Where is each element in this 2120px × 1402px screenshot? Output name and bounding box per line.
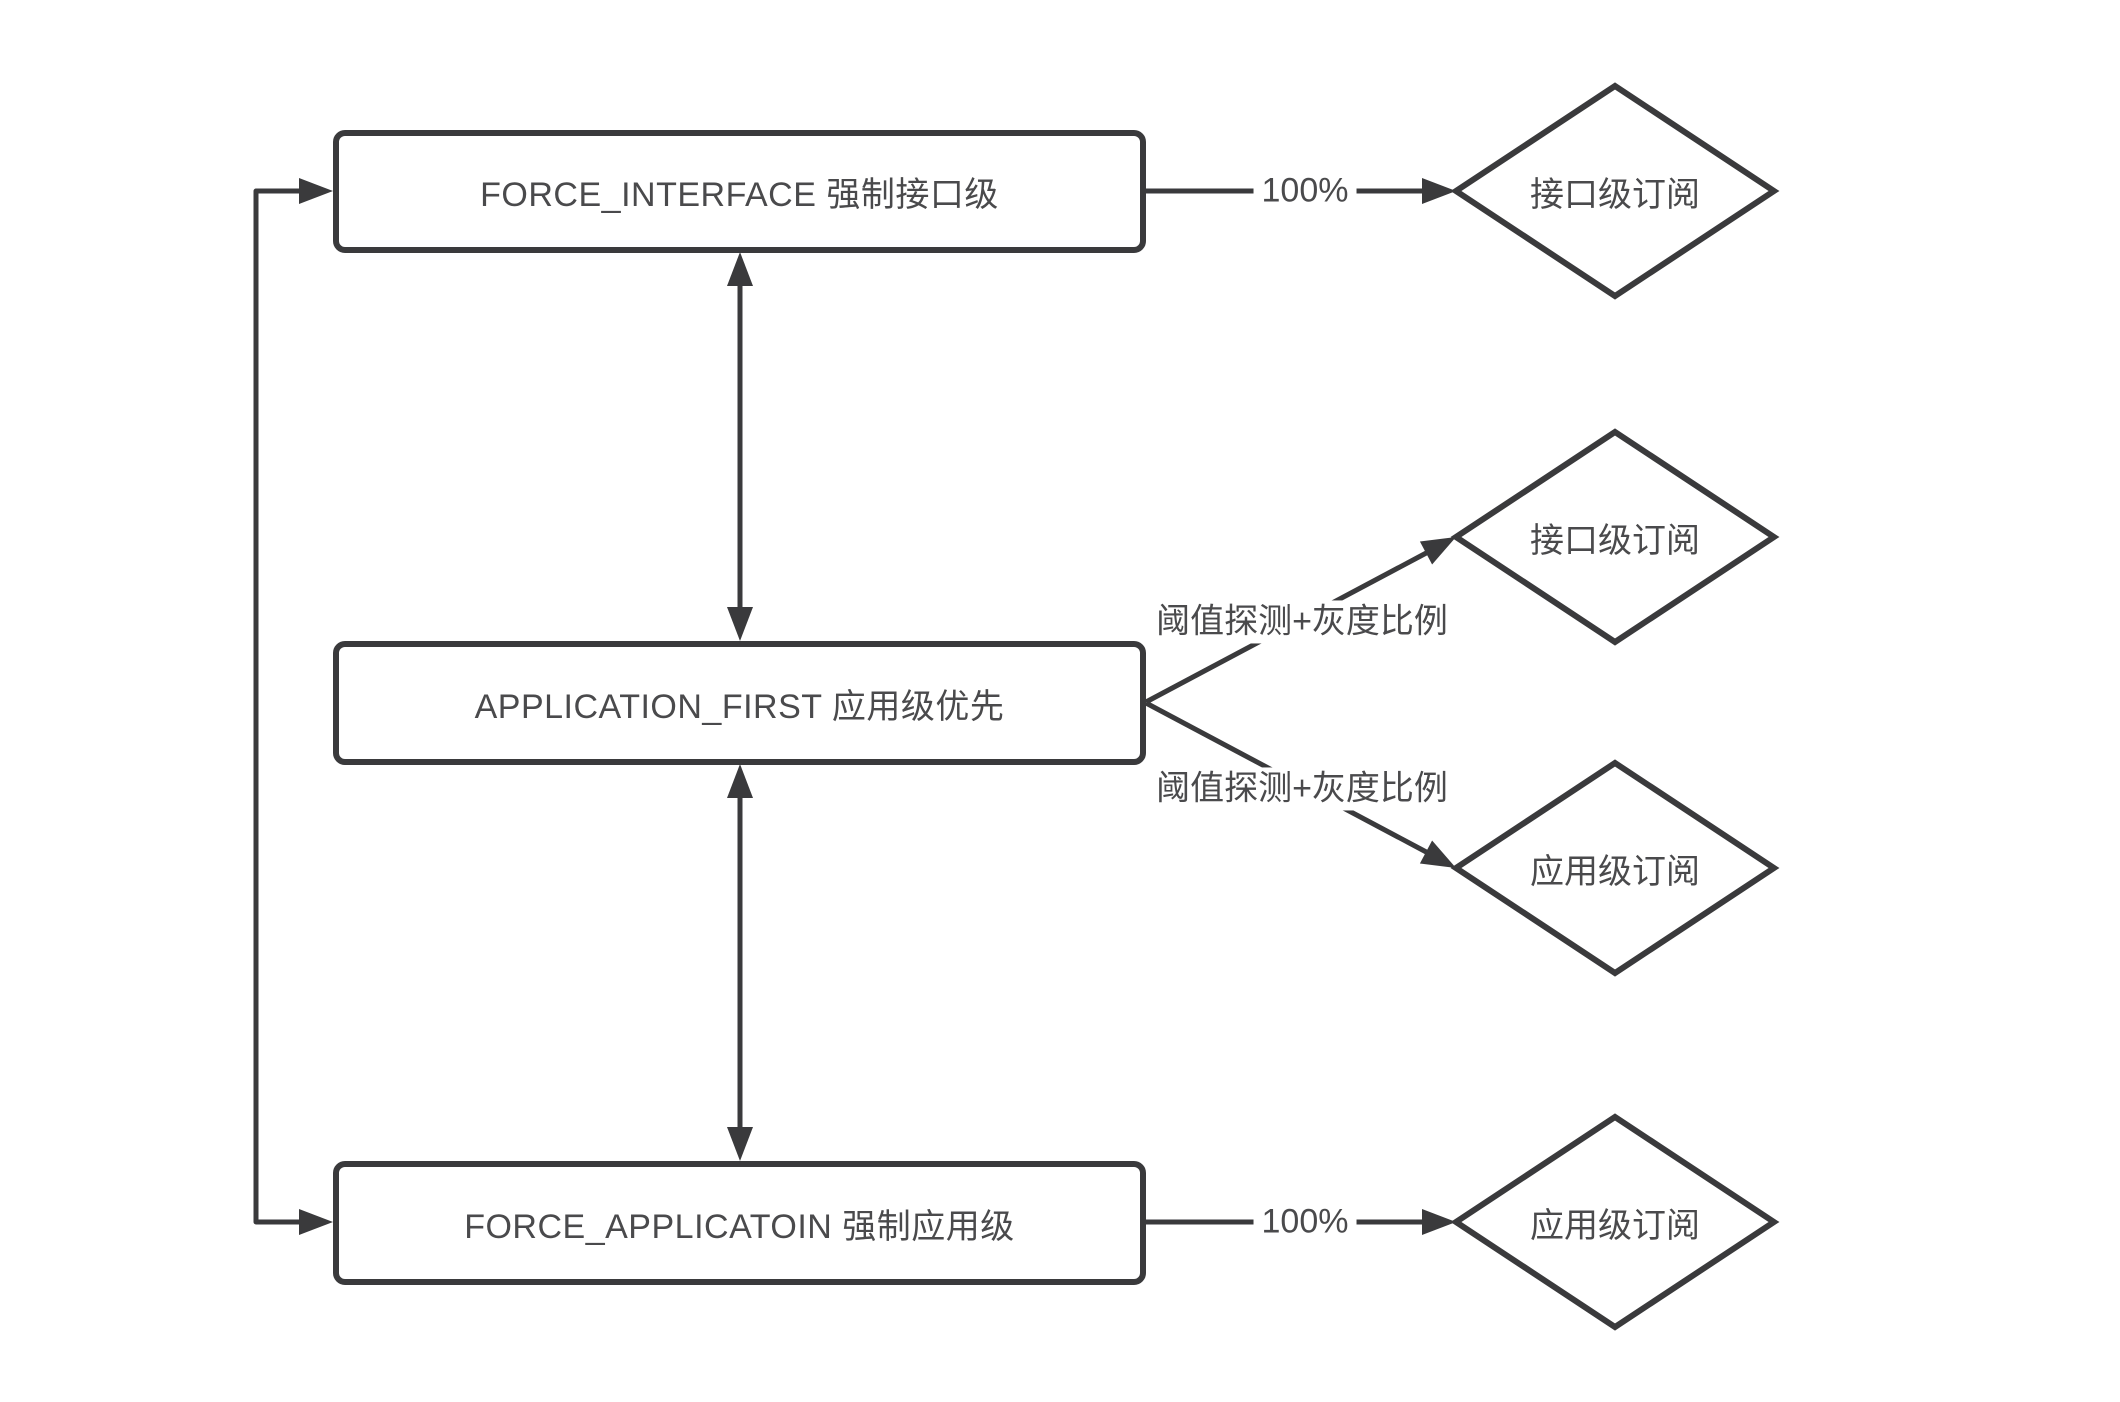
diamond-interface-sub-mid-label: 接口级订阅 [1530, 521, 1700, 560]
diamond-application-sub-mid [1450, 759, 1780, 977]
arrowhead-icon [299, 1209, 333, 1235]
diamond-application-sub-bottom-label: 应用级订阅 [1530, 1206, 1700, 1245]
node-force-interface-label: FORCE_INTERFACE 强制接口级 [480, 176, 999, 214]
edge-label-threshold-lower: 阈值探测+灰度比例 [1148, 767, 1456, 811]
diamond-application-sub-mid-label: 应用级订阅 [1530, 852, 1700, 891]
node-force-interface: FORCE_INTERFACE 强制接口级 [333, 130, 1146, 253]
arrowhead-icon [1419, 537, 1456, 565]
edge-label-threshold-upper: 阈值探测+灰度比例 [1148, 600, 1456, 644]
arrowhead-icon [1422, 178, 1456, 204]
arrowhead-icon [727, 607, 753, 641]
node-force-application: FORCE_APPLICATOIN 强制应用级 [333, 1161, 1146, 1285]
double-arrow-bottom [727, 764, 753, 1161]
edge-label-100-bottom: 100% [1253, 1200, 1357, 1244]
node-application-first-label: APPLICATION_FIRST 应用级优先 [474, 687, 1005, 726]
arrowhead-icon [727, 1127, 753, 1161]
bracket-connector [253, 178, 333, 1235]
diamond-application-sub-bottom [1450, 1113, 1780, 1331]
diamond-interface-sub-top-label: 接口级订阅 [1530, 175, 1700, 214]
diamond-interface-sub-mid [1450, 428, 1780, 646]
arrowhead-icon [727, 252, 753, 286]
edge-label-100-top: 100% [1253, 169, 1357, 213]
arrowhead-icon [1419, 840, 1456, 868]
diamond-interface-sub-top [1450, 82, 1780, 300]
arrowhead-icon [299, 178, 333, 204]
node-force-application-label: FORCE_APPLICATOIN 强制应用级 [464, 1207, 1015, 1246]
double-arrow-top [727, 252, 753, 641]
arrowhead-icon [727, 764, 753, 798]
arrowhead-icon [1422, 1209, 1456, 1235]
node-application-first: APPLICATION_FIRST 应用级优先 [333, 641, 1146, 765]
